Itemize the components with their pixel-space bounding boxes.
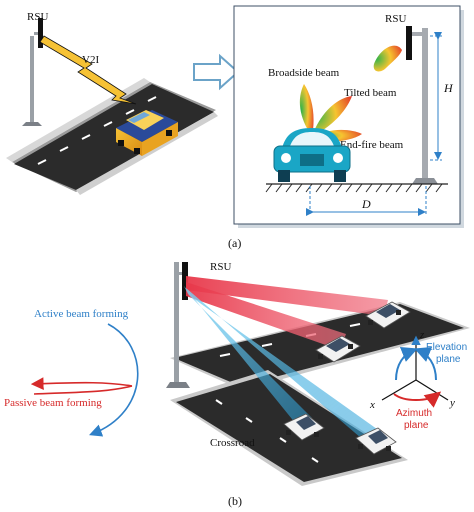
active-arc: [89, 323, 139, 437]
blue-beams: [184, 286, 384, 444]
elevation-arc-right: [414, 347, 437, 381]
beam-forming-arcs: [30, 323, 139, 437]
elevation-label-1: Elevation: [426, 342, 467, 353]
rsu-inset-label: RSU: [385, 13, 406, 25]
blue-beam-1: [184, 286, 312, 424]
panel-a-left: RSU V2I: [6, 11, 240, 195]
road-a: [6, 78, 218, 195]
crossroad-label: Crossroad: [210, 437, 255, 449]
yellow-vehicle: [116, 110, 178, 156]
red-beam-1: [186, 276, 388, 316]
active-beam-label: Active beam forming: [34, 308, 129, 320]
passive-arc-1: [30, 377, 133, 391]
v2i-label: V2I: [82, 54, 99, 66]
elevation-label-2: plane: [436, 354, 461, 365]
car-b-1: [365, 301, 411, 329]
caption-b: (b): [228, 494, 242, 508]
azimuth-label-1: Azimuth: [396, 408, 432, 419]
height-label: H: [443, 81, 454, 95]
height-dimension: [430, 32, 442, 161]
car-b-4: [355, 427, 397, 455]
tilted-beam-label: Tilted beam: [344, 87, 397, 99]
azimuth-label-2: plane: [404, 420, 429, 431]
azimuth-arc: [393, 391, 442, 408]
rsu-b-label: RSU: [210, 261, 231, 273]
panel-a-inset: RSU H: [233, 5, 464, 228]
tilted-beam-lobe: [312, 96, 352, 136]
v2i-lightning-icon: [39, 35, 137, 105]
car-b-2: [315, 335, 361, 363]
passive-arc-2: [33, 385, 133, 395]
beam-patterns: [299, 45, 402, 142]
ground-line: [265, 183, 448, 193]
zoom-arrow-icon: [193, 53, 240, 91]
rsu-beam-lobe: [373, 45, 402, 72]
elevation-arc-left: [395, 347, 418, 381]
axis-y-label: y: [449, 397, 455, 409]
broadside-beam-lobe: [299, 84, 314, 136]
blue-car-front: [273, 128, 351, 182]
caption-a: (a): [228, 236, 241, 250]
endfire-beam-label: End-fire beam: [340, 139, 404, 151]
car-b-3: [283, 413, 325, 441]
axis-x-label: x: [369, 399, 375, 411]
distance-dimension: [306, 186, 427, 216]
axes-diagram: [381, 335, 449, 408]
rsu-pole-a: [22, 18, 43, 126]
blue-beam-2: [186, 288, 384, 444]
rsu-pole-inset: [406, 26, 438, 184]
red-beams: [186, 276, 388, 350]
passive-beam-label: Passive beam forming: [4, 397, 102, 409]
rsu-pole-b: [166, 262, 190, 388]
panel-b: RSU Crossroad: [4, 261, 470, 486]
distance-label: D: [361, 197, 371, 211]
broadside-beam-label: Broadside beam: [268, 67, 340, 79]
axis-z-label: z: [419, 329, 425, 341]
red-beam-2: [186, 282, 346, 350]
rsu-left-label: RSU: [27, 11, 48, 23]
